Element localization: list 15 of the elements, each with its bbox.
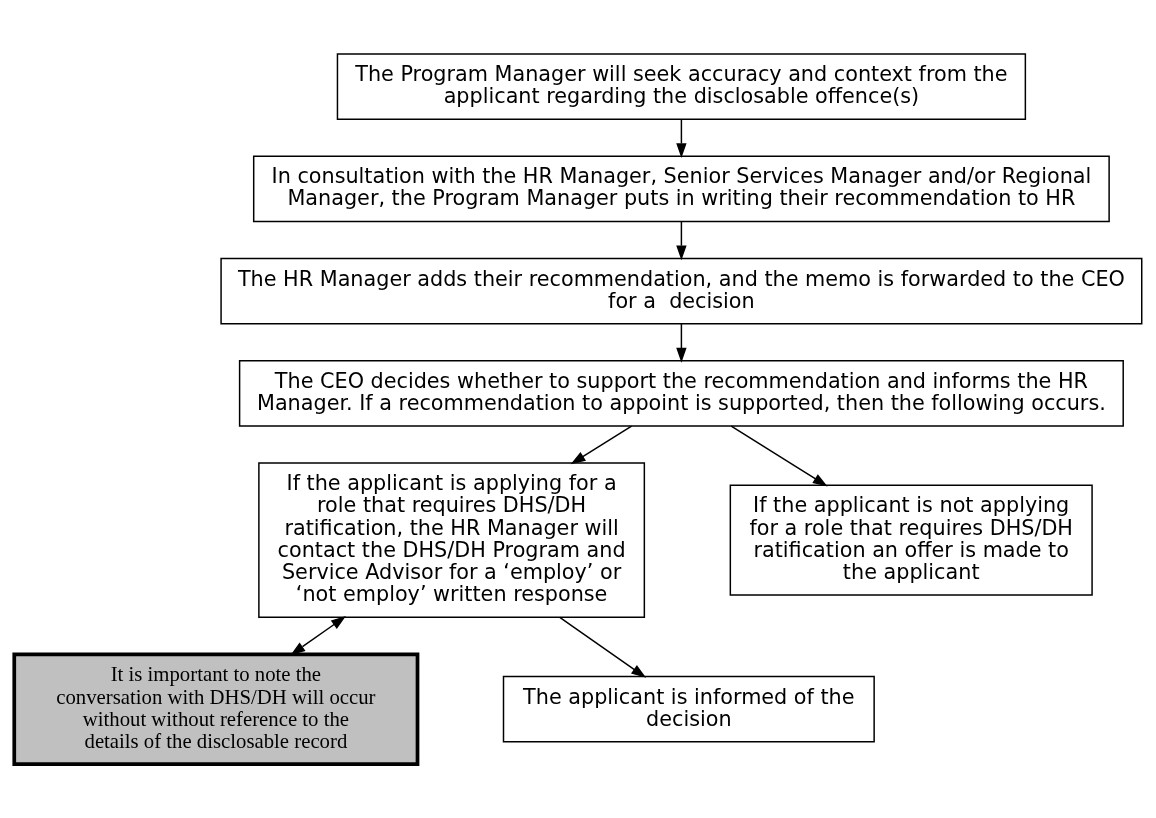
node-box: If the applicant is applying for a role that requires DHS/DH ratification, the HR Manager will contact the DHS/DH Program and Service Advisor for a ‘employ’ or ‘not employ’ written response	[258, 462, 646, 619]
node-box: The Program Manager will seek accuracy and context from the applicant regarding the disclosable offence(s)	[336, 53, 1027, 120]
node-box: If the applicant is not applying for a role that requires DHS/DH ratification an offer is made to the applicant	[729, 484, 1093, 596]
arrow	[290, 616, 346, 656]
node-box: The HR Manager adds their recommendation, and the memo is forwarded to the CEO for a decision	[220, 257, 1143, 325]
arrow	[676, 221, 687, 261]
arrow	[570, 425, 633, 465]
node-box: The applicant is informed of the decision	[502, 675, 875, 743]
arrow	[559, 616, 647, 678]
node-box: In consultation with the HR Manager, Senior Services Manager and/or Regional Manager, the Program Manager puts in writing their recommendation to HR	[252, 155, 1110, 223]
arrow	[676, 323, 687, 363]
node-box: It is important to note the conversation with DHS/DH will occur without without reference to the details of the disclosable record	[12, 652, 420, 766]
node-box: The CEO decides whether to support the recommendation and informs the HR Manager. If a recommendation to appoint is supported, then the following occurs.	[238, 360, 1124, 427]
arrow	[676, 118, 687, 159]
arrow	[730, 425, 828, 487]
